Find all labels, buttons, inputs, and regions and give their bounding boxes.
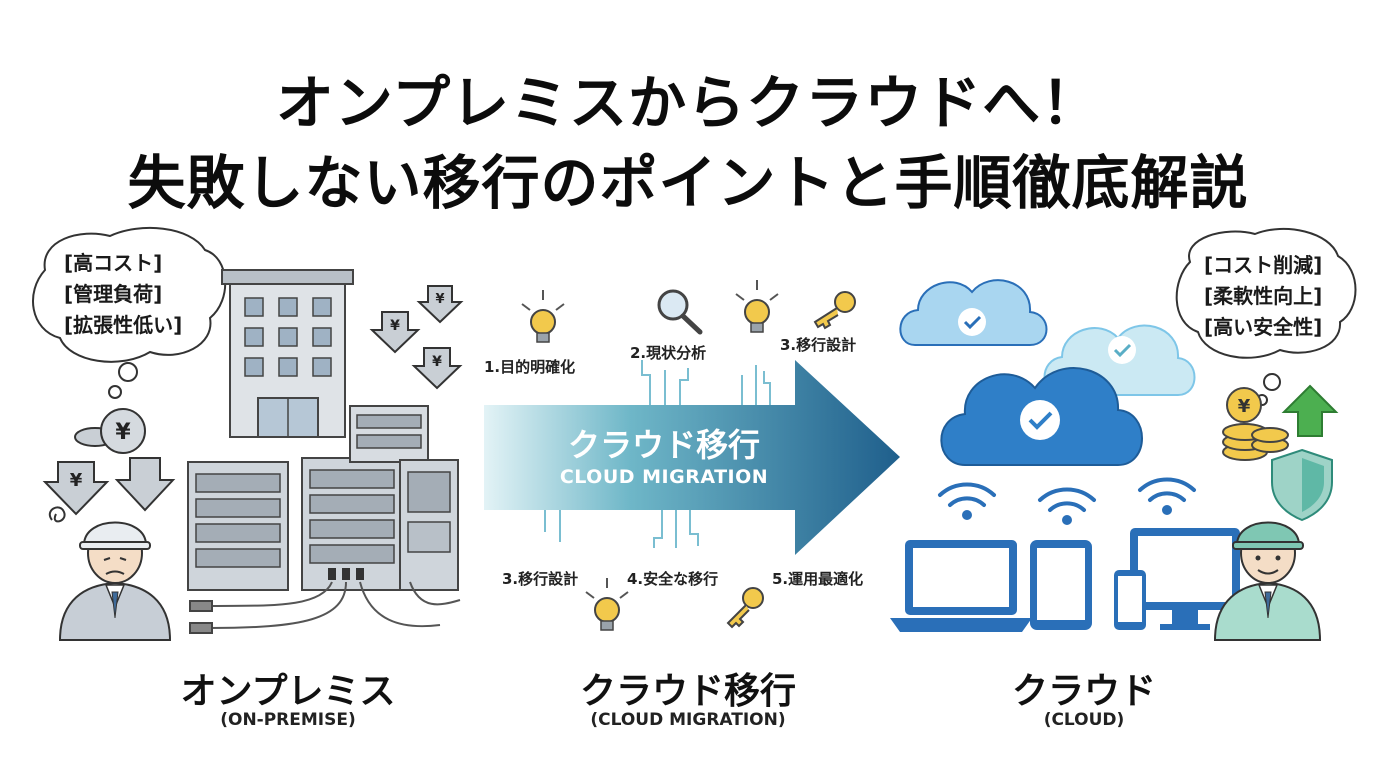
onpremise-heading: オンプレミス (180, 671, 396, 712)
svg-text:¥: ¥ (390, 318, 400, 334)
yen-down-arrow-icon: ¥ (411, 347, 463, 390)
migration-illustration (484, 280, 900, 631)
step-design-top: 3.移行設計 (780, 336, 857, 354)
cloud-benefit-flexibility: [柔軟性向上] (1204, 284, 1323, 308)
magnifier-icon (657, 289, 703, 335)
onpremise-issue-management: [管理負荷] (64, 282, 163, 306)
step-purpose: 1.目的明確化 (484, 358, 576, 376)
svg-text:¥: ¥ (70, 470, 83, 491)
worried-worker-icon (48, 506, 172, 641)
page-title-line-1: オンプレミスからクラウドへ！ (275, 69, 1101, 137)
step-optimization: 5.運用最適化 (772, 570, 864, 588)
migration-heading: クラウド移行 (579, 671, 796, 712)
yen-coin-icon: ¥ (74, 408, 146, 454)
step-design-bottom: 3.移行設計 (502, 570, 579, 588)
svg-text:¥: ¥ (1238, 396, 1251, 417)
server-tower-icon (399, 459, 459, 591)
migration-arrow (484, 360, 900, 555)
shield-icon (1271, 448, 1333, 522)
cloud-check-icon (940, 367, 1143, 466)
wifi-icon (1138, 477, 1196, 515)
wifi-icon (1038, 487, 1096, 525)
key-icon (813, 291, 856, 330)
cloud-bubble-text: [コスト削減] [柔軟性向上] [高い安全性] (1204, 250, 1322, 343)
onpremise-thought-bubble (32, 226, 227, 399)
cloud-subheading: (CLOUD) (1043, 710, 1125, 730)
worker-icon (1213, 521, 1322, 641)
wifi-icon (938, 482, 996, 520)
onpremise-issue-scalability: [拡張性低い] (64, 313, 183, 337)
svg-text:¥: ¥ (435, 292, 444, 307)
office-building-icon (221, 269, 354, 438)
cloud-benefit-cost: [コスト削減] (1204, 253, 1323, 277)
cloud-heading: クラウド (1011, 671, 1156, 712)
circuit-lines (544, 360, 771, 548)
cloud-thought-bubble (1175, 227, 1357, 406)
cloud-check-icon (899, 279, 1048, 346)
yen-down-arrow-icon: ¥ (416, 285, 464, 324)
migration-subheading: (CLOUD MIGRATION) (590, 710, 786, 730)
monitor-icon (1130, 528, 1240, 630)
server-rack-icon (187, 461, 289, 591)
step-safe-migration: 4.安全な移行 (627, 570, 719, 588)
lightbulb-icon (585, 578, 629, 631)
svg-text:¥: ¥ (115, 420, 131, 445)
smartphone-icon (1114, 570, 1146, 630)
migration-arrow-title: クラウド移行 (567, 426, 760, 464)
migration-arrow-subtitle: CLOUD MIGRATION (559, 466, 769, 488)
onpremise-subheading: (ON-PREMISE) (220, 710, 356, 730)
laptop-icon (890, 540, 1032, 632)
yen-down-arrow-icon: ¥ (42, 461, 110, 516)
down-arrow-icon (114, 457, 176, 512)
network-cables (189, 581, 461, 634)
cloud-benefit-security: [高い安全性] (1204, 315, 1323, 339)
up-arrow-icon (1281, 384, 1339, 437)
page-title-line-2: 失敗しない移行のポイントと手順徹底解説 (127, 149, 1249, 217)
tablet-icon (1030, 540, 1092, 630)
yen-down-arrow-icon: ¥ (369, 311, 421, 354)
server-rack-icon (349, 405, 429, 463)
onpremise-bubble-text: [高コスト] [管理負荷] [拡張性低い] (64, 248, 182, 341)
lightbulb-icon (521, 290, 565, 343)
step-analysis: 2.現状分析 (630, 344, 707, 362)
onpremise-issue-high-cost: [高コスト] (64, 251, 163, 275)
cloud-illustration: ¥ (890, 227, 1357, 641)
svg-text:¥: ¥ (432, 354, 442, 370)
key-icon (726, 587, 764, 629)
server-rack-icon (301, 457, 403, 591)
yen-coin-stack-icon: ¥ (1222, 387, 1289, 461)
onpremise-illustration: ¥ ¥ ¥ ¥ ¥ (32, 226, 464, 641)
lightbulb-icon (735, 280, 779, 333)
